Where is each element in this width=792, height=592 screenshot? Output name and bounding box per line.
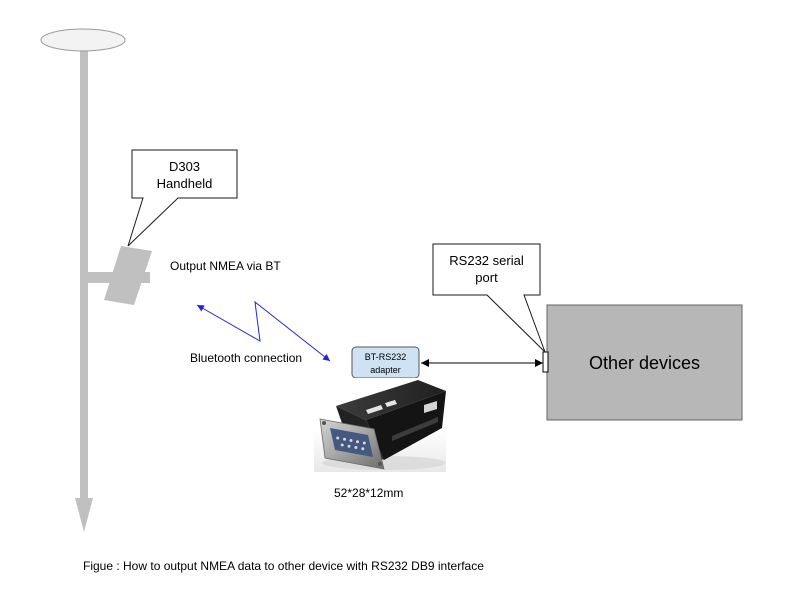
- db9-pin: [356, 440, 359, 444]
- db9-screw: [378, 462, 382, 466]
- adapter-logo-mark: [385, 400, 397, 407]
- serial-port-callout-bubble: [432, 243, 546, 353]
- other-devices-rect: [546, 304, 743, 421]
- adapter-logo-mark: [366, 405, 383, 414]
- output-nmea-label: Output NMEA via BT: [170, 259, 281, 273]
- db9-pin: [347, 444, 351, 448]
- handheld-callout: D303 Handheld: [127, 149, 238, 247]
- db9-pin: [336, 436, 340, 440]
- other-devices-box: Other devices: [546, 304, 743, 421]
- adapter-usb-port: [424, 401, 437, 413]
- other-devices-label: Other devices: [589, 353, 700, 373]
- adapter-callout-type: adapter: [370, 365, 401, 375]
- serial-port-callout-line1: RS232 serial: [449, 253, 524, 268]
- handheld-callout-bubble: [127, 149, 238, 247]
- db9-adapter-photo: [314, 378, 446, 472]
- antenna-top-disc: [40, 28, 126, 52]
- db9-pin: [340, 443, 344, 447]
- handheld-callout-model: D303: [169, 159, 200, 174]
- db9-pin: [354, 446, 358, 449]
- serial-port-callout-line2: port: [475, 270, 498, 285]
- bluetooth-connection-label: Bluetooth connection: [190, 351, 302, 365]
- serial-port-callout: RS232 serial port: [432, 243, 546, 353]
- adapter-top-face: [336, 380, 446, 420]
- handheld-callout-type: Handheld: [157, 176, 213, 191]
- pole-arrow-icon: [75, 498, 93, 532]
- adapter-dimensions-label: 52*28*12mm: [334, 486, 403, 500]
- db9-pin: [361, 447, 365, 451]
- figure-caption: Figue : How to output NMEA data to other…: [83, 559, 484, 573]
- db9-screw: [322, 421, 326, 425]
- adapter-side-label: [392, 417, 438, 441]
- db9-pin: [362, 441, 366, 445]
- adapter-callout-model: BT-RS232: [365, 352, 407, 362]
- db9-pin: [349, 439, 353, 442]
- pole-shaft: [80, 50, 88, 500]
- adapter-callout: BT-RS232 adapter: [351, 346, 420, 379]
- handheld-device-icon: [104, 246, 152, 305]
- db9-pin: [343, 437, 346, 441]
- bluetooth-link: [196, 300, 331, 362]
- rs232-port-icon: [542, 351, 549, 373]
